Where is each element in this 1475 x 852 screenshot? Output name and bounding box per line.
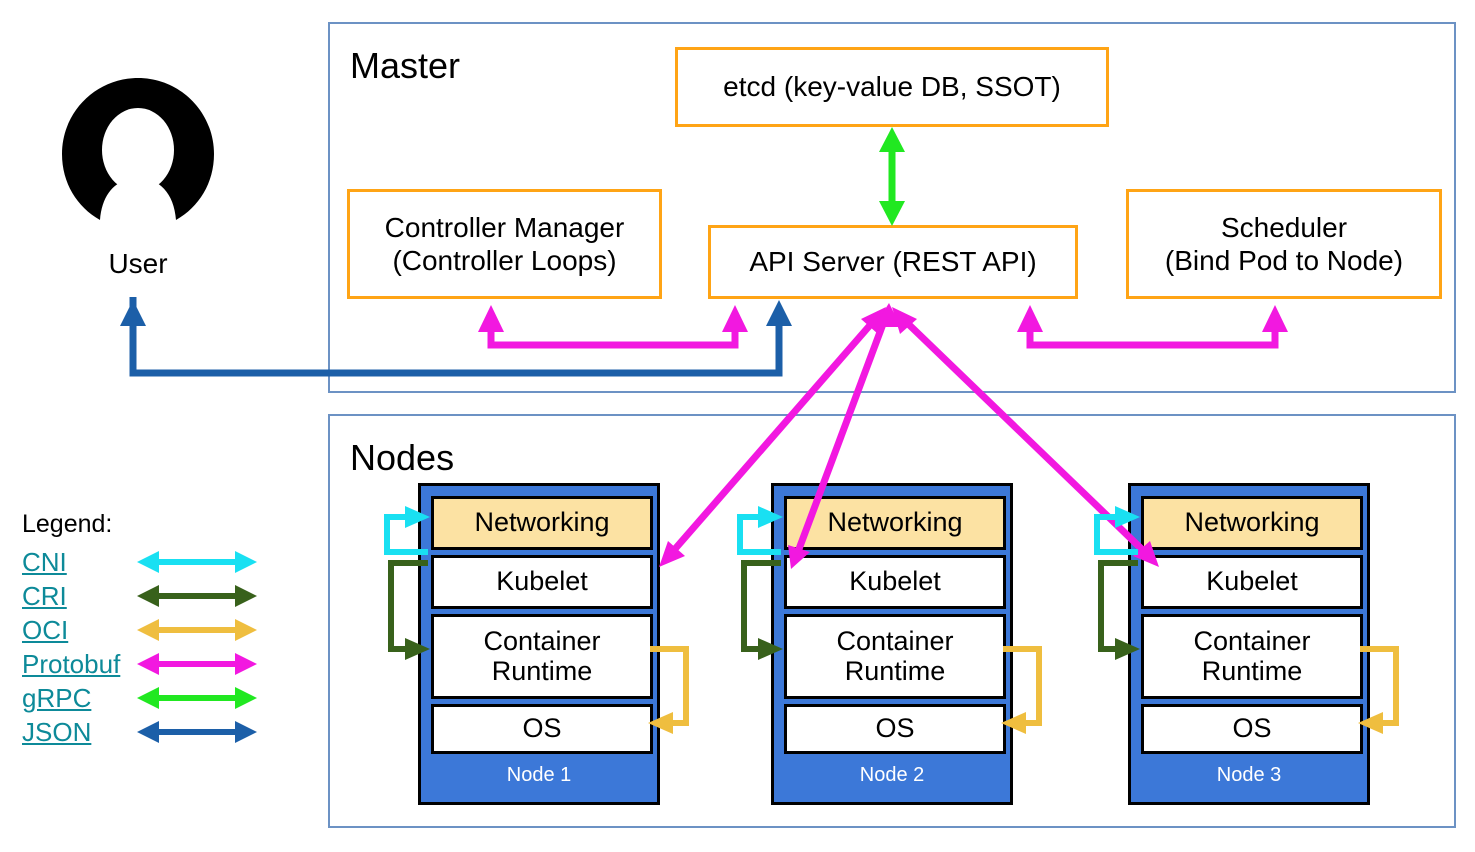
nodes-title: Nodes — [350, 437, 455, 478]
legend-link-oci[interactable]: OCI — [22, 615, 69, 645]
node-3-kubelet-label: Kubelet — [1206, 566, 1298, 597]
json-arrow-swatch — [137, 721, 257, 743]
node-3-os-label: OS — [1232, 713, 1272, 744]
scheduler-box[interactable]: Scheduler (Bind Pod to Node) — [1126, 189, 1442, 299]
cri-arrow-swatch — [137, 585, 257, 607]
scheduler-label-line2: (Bind Pod to Node) — [1164, 245, 1404, 276]
legend-title: Legend: — [22, 510, 113, 538]
user-label: User — [108, 248, 168, 279]
node-1-kubelet-label: Kubelet — [496, 566, 588, 597]
legend-row-grpc: gRPC — [22, 681, 257, 715]
legend-link-cri[interactable]: CRI — [22, 581, 67, 611]
node-2-runtime-label-line2: Runtime — [844, 655, 946, 686]
etcd-box[interactable]: etcd (key-value DB, SSOT) — [675, 47, 1109, 127]
api-server-box[interactable]: API Server (REST API) — [708, 225, 1078, 299]
legend-link-cni[interactable]: CNI — [22, 547, 67, 577]
node-2-container-runtime[interactable]: Container Runtime — [784, 614, 1006, 699]
etcd-label: etcd (key-value DB, SSOT) — [723, 71, 1061, 103]
node-3-networking-label: Networking — [1184, 507, 1320, 538]
node-3-runtime-label-line2: Runtime — [1201, 655, 1303, 686]
node-2-os-label: OS — [875, 713, 915, 744]
node-1-networking-label: Networking — [474, 507, 610, 538]
nodes-group — [328, 414, 1456, 828]
node-1-os-label: OS — [522, 713, 562, 744]
user-avatar-icon — [62, 78, 214, 220]
node-3-runtime-label-line1: Container — [1193, 625, 1311, 656]
scheduler-label-line1: Scheduler — [1220, 211, 1348, 243]
protobuf-arrow-swatch — [137, 653, 257, 675]
node-1-os[interactable]: OS — [431, 704, 653, 754]
controller-manager-box[interactable]: Controller Manager (Controller Loops) — [347, 189, 662, 299]
node-2-networking-label: Networking — [827, 507, 963, 538]
node-1-box[interactable]: Networking Kubelet Container Runtime OS … — [418, 483, 660, 805]
legend-row-json: JSON — [22, 715, 257, 749]
node-2-networking[interactable]: Networking — [784, 496, 1006, 550]
legend-link-json[interactable]: JSON — [22, 717, 92, 747]
legend-link-protobuf[interactable]: Protobuf — [22, 649, 121, 679]
node-1-runtime-label-line1: Container — [483, 625, 601, 656]
node-1-runtime-label-line2: Runtime — [491, 655, 593, 686]
node-2-label: Node 2 — [859, 764, 925, 786]
legend-row-protobuf: Protobuf — [22, 647, 257, 681]
node-2-box[interactable]: Networking Kubelet Container Runtime OS … — [771, 483, 1013, 805]
legend-row-cri: CRI — [22, 579, 257, 613]
node-3-os[interactable]: OS — [1141, 704, 1363, 754]
node-3-container-runtime[interactable]: Container Runtime — [1141, 614, 1363, 699]
node-3-box[interactable]: Networking Kubelet Container Runtime OS … — [1128, 483, 1370, 805]
controller-manager-label-line2: (Controller Loops) — [392, 245, 617, 276]
api-server-label: API Server (REST API) — [749, 246, 1037, 278]
grpc-arrow-swatch — [137, 687, 257, 709]
node-3-networking[interactable]: Networking — [1141, 496, 1363, 550]
legend-row-oci: OCI — [22, 613, 257, 647]
node-2-os[interactable]: OS — [784, 704, 1006, 754]
node-1-networking[interactable]: Networking — [431, 496, 653, 550]
node-1-kubelet[interactable]: Kubelet — [431, 555, 653, 609]
legend: Legend: CNI CRI OCI — [22, 512, 257, 749]
node-1-label: Node 1 — [506, 764, 572, 786]
node-3-kubelet[interactable]: Kubelet — [1141, 555, 1363, 609]
node-3-label: Node 3 — [1216, 764, 1282, 786]
legend-link-grpc[interactable]: gRPC — [22, 683, 92, 713]
legend-row-cni: CNI — [22, 545, 257, 579]
master-title: Master — [350, 45, 461, 86]
node-2-kubelet-label: Kubelet — [849, 566, 941, 597]
master-group — [328, 22, 1456, 393]
controller-manager-label-line1: Controller Manager — [384, 211, 625, 243]
oci-arrow-swatch — [137, 619, 257, 641]
node-1-container-runtime[interactable]: Container Runtime — [431, 614, 653, 699]
cni-arrow-swatch — [137, 551, 257, 573]
node-2-kubelet[interactable]: Kubelet — [784, 555, 1006, 609]
node-2-runtime-label-line1: Container — [836, 625, 954, 656]
